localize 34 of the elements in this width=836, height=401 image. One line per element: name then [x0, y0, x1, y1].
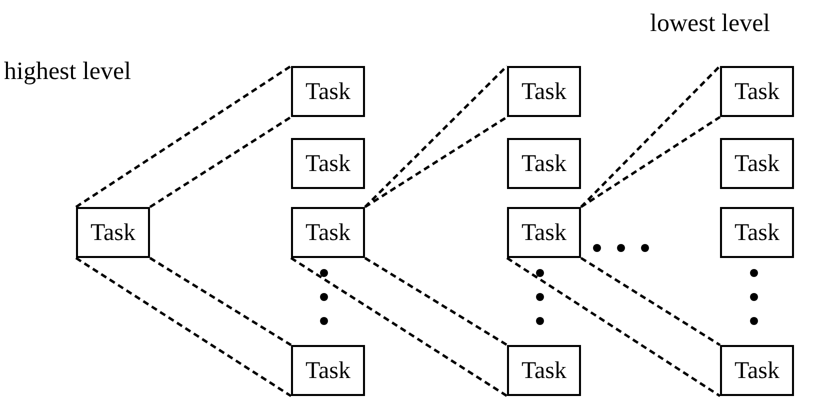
task-label: Task [522, 80, 566, 104]
task-label: Task [522, 358, 566, 382]
task-box [507, 207, 581, 258]
dashed-connector [74, 256, 292, 398]
task-box [291, 207, 365, 258]
task-box [291, 138, 365, 189]
level-label: highest level [4, 58, 132, 86]
task-box [507, 66, 581, 117]
task-box [720, 207, 794, 258]
task-label: Task [306, 220, 350, 244]
task-box [720, 345, 794, 396]
task-label: Task [734, 80, 780, 104]
task-box [291, 345, 365, 396]
task-label: Task [90, 220, 136, 244]
task-box [720, 66, 794, 117]
task-label: Task [734, 358, 780, 382]
task-label: Task [306, 80, 350, 104]
task-label: Task [734, 220, 780, 244]
task-box [720, 138, 794, 189]
task-label: Task [734, 152, 780, 176]
dashed-connector [74, 64, 292, 208]
task-box [507, 345, 581, 396]
dashed-connector [364, 64, 508, 208]
dashed-connector [506, 256, 722, 398]
task-label: Task [306, 358, 350, 382]
task-label: Task [306, 152, 350, 176]
dashed-connector [580, 64, 722, 208]
task-label: Task [522, 152, 566, 176]
dashed-connector [290, 256, 508, 398]
task-box [76, 207, 150, 258]
task-box [507, 138, 581, 189]
level-label: lowest level [650, 10, 770, 38]
task-label: Task [522, 220, 566, 244]
task-box [291, 66, 365, 117]
